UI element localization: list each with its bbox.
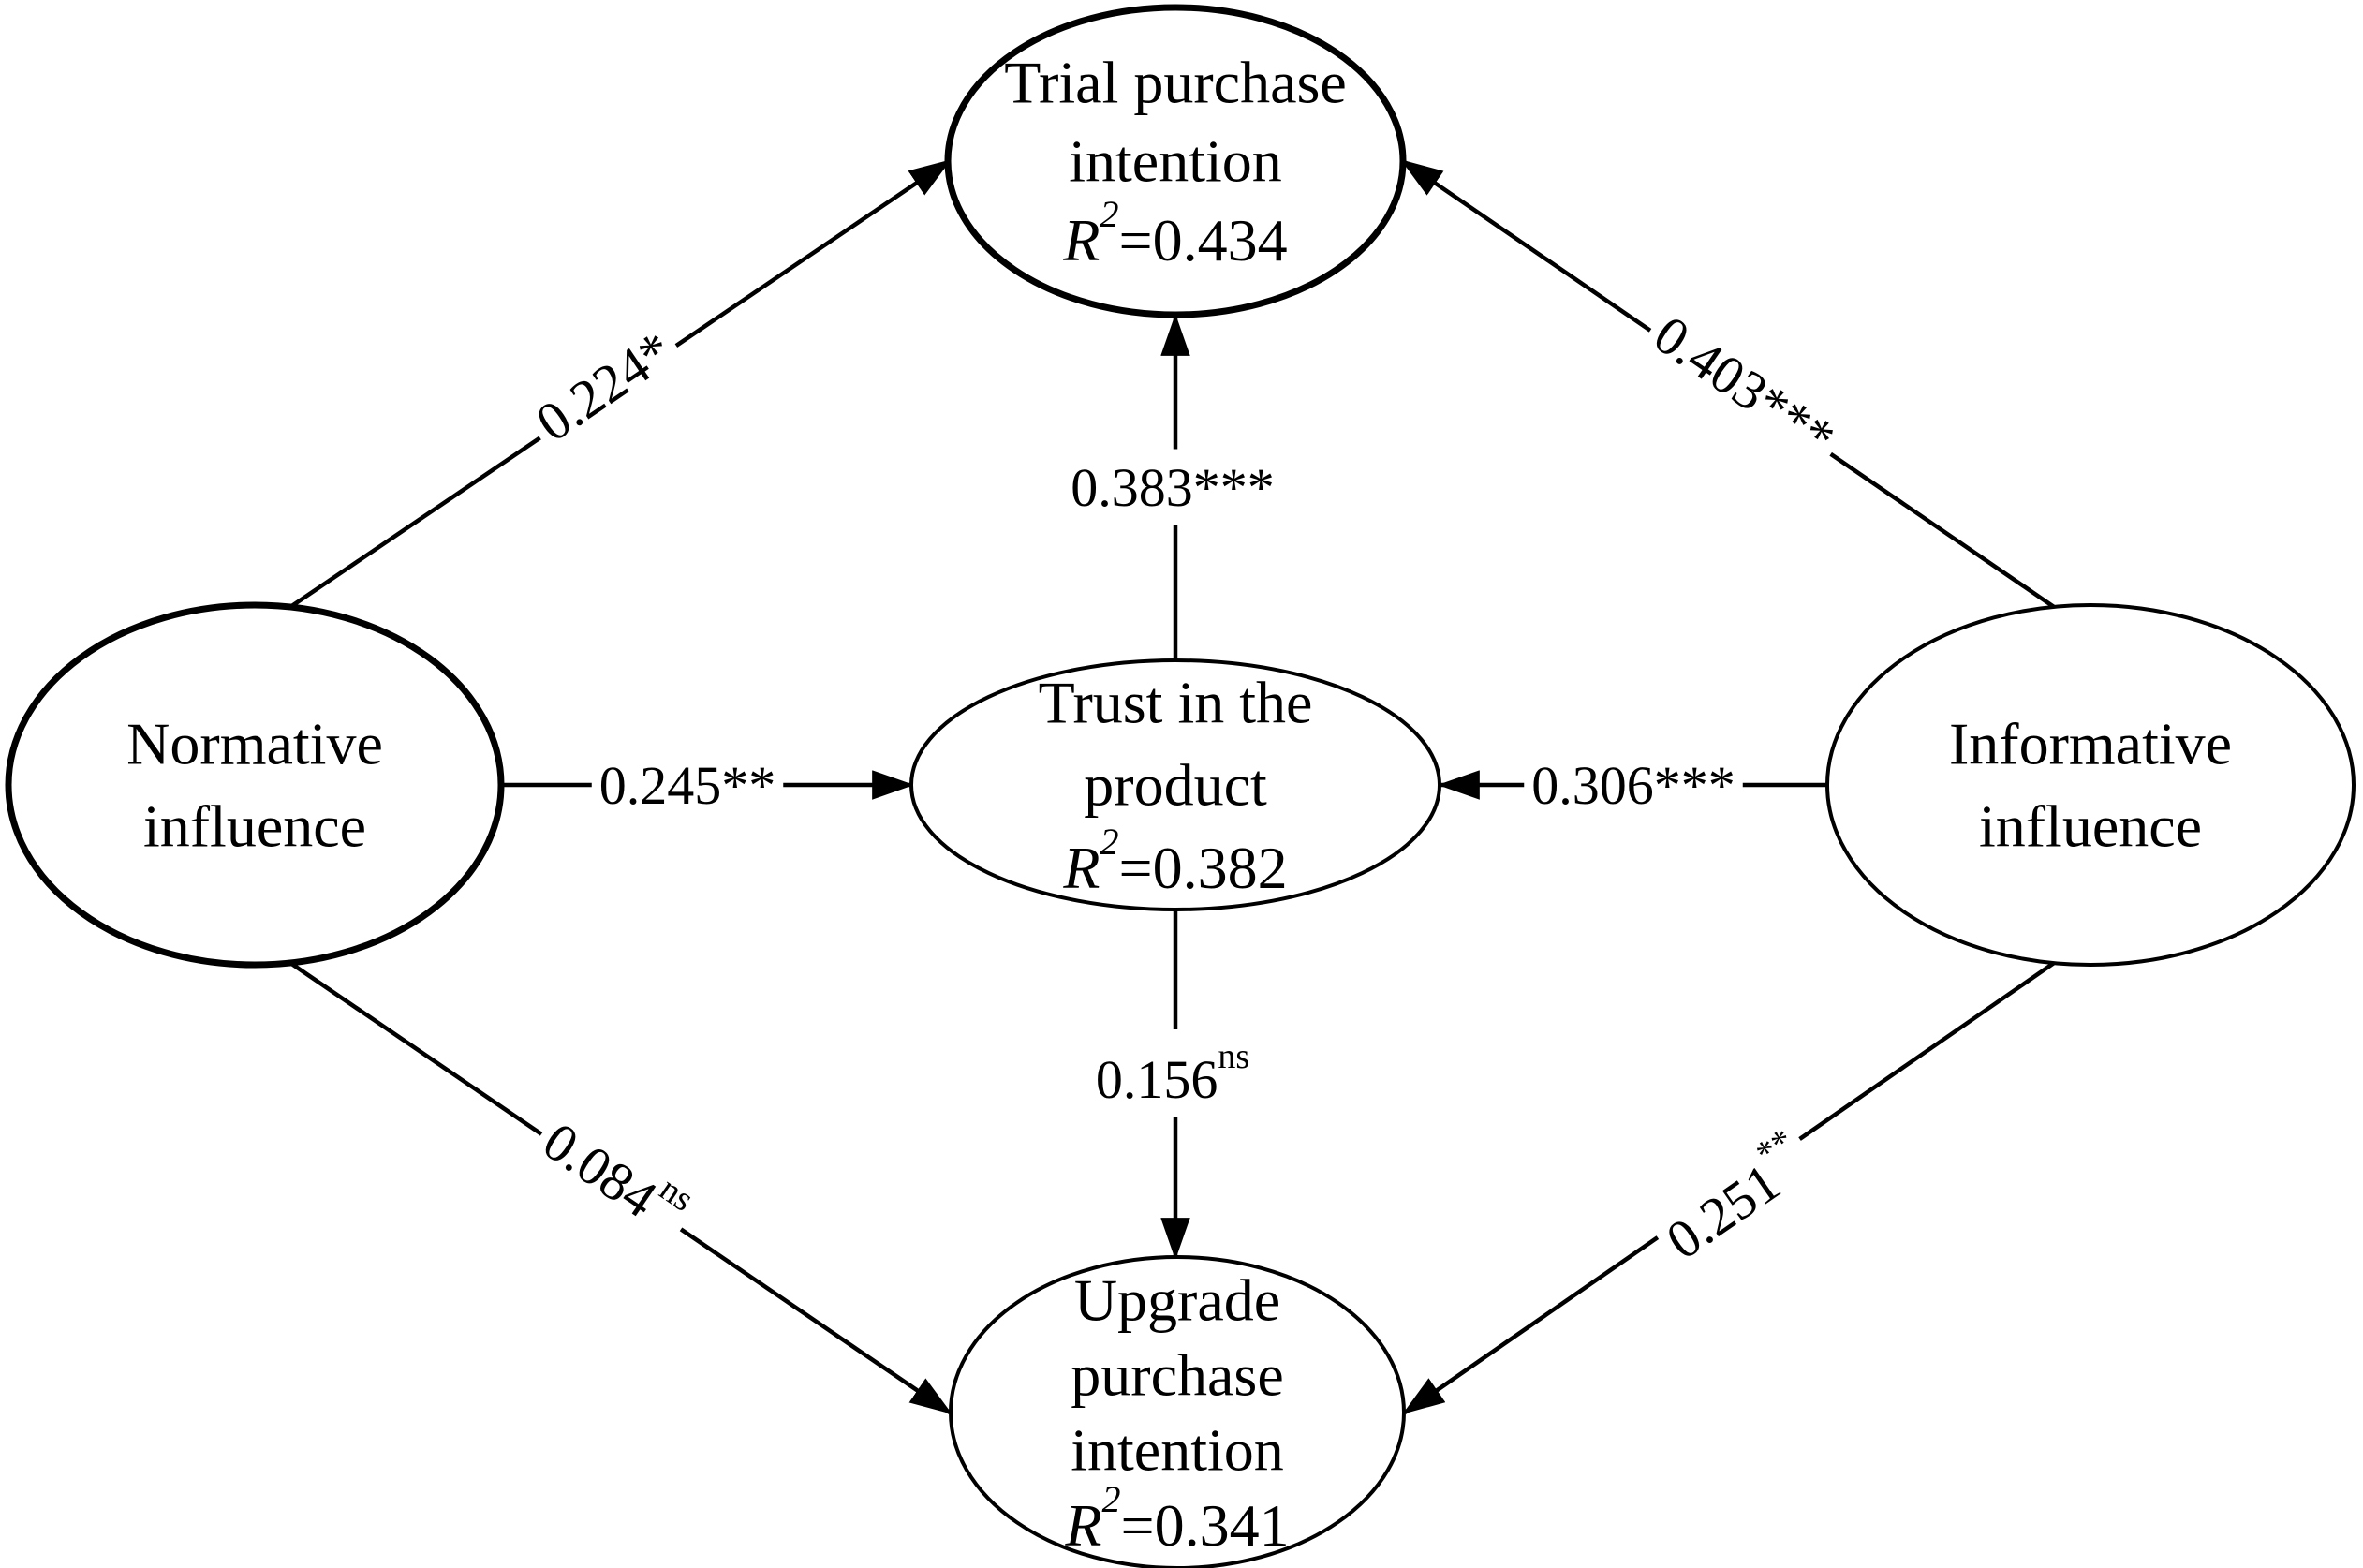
- node-label-upgrade-purchase-intention-line2: purchase: [1071, 1342, 1283, 1409]
- label-backplate: [1524, 747, 1743, 823]
- coefficient-label-informative-influence-to-upgrade-purchase-intention: 0.251**: [1637, 1110, 1830, 1281]
- coefficient-label-trust-in-the-product-to-trial-purchase-intention: 0.383***: [1063, 449, 1282, 525]
- coefficient-value: 0.306***: [1531, 755, 1735, 816]
- label-backplate: [591, 747, 784, 823]
- node-r2-trial-purchase-intention: R2=0.434: [1062, 193, 1287, 274]
- node-label-normative-influence-line2: influence: [143, 793, 366, 860]
- coefficient-label-informative-influence-to-trust-in-the-product: 0.306***: [1524, 747, 1743, 823]
- node-normative-influence: Normative influence: [5, 601, 505, 969]
- coefficient-value: 0.156ns: [1096, 1037, 1249, 1110]
- node-label-upgrade-purchase-intention-line1: Upgrade: [1074, 1267, 1280, 1334]
- node-label-upgrade-purchase-intention-line3: intention: [1071, 1417, 1284, 1484]
- ellipse-trust-in-the-product: [909, 658, 1441, 911]
- coefficient-value: 0.403***: [1644, 303, 1846, 469]
- coefficient-label-normative-influence-to-trial-purchase-intention: 0.224*: [514, 308, 694, 464]
- coefficient-value: 0.245**: [599, 755, 776, 816]
- coefficient-label-normative-influence-to-upgrade-purchase-intention: 0.084ns: [522, 1089, 712, 1258]
- coefficient-label-normative-influence-to-trust-in-the-product: 0.245**: [591, 747, 784, 823]
- coefficient-label-informative-influence-to-trial-purchase-intention: 0.403***: [1632, 292, 1857, 480]
- label-backplate: [1637, 1110, 1830, 1281]
- label-backplate: [1087, 1029, 1258, 1117]
- node-r2-upgrade-purchase-intention: R2=0.341: [1064, 1478, 1289, 1559]
- node-r2-trust-in-the-product: R2=0.382: [1062, 821, 1287, 901]
- coefficient-value: 0.383***: [1071, 457, 1275, 518]
- node-label-informative-influence-line1: Informative: [1949, 711, 2232, 777]
- ellipse-upgrade-purchase-intention: [949, 1255, 1406, 1568]
- node-label-trial-purchase-intention-line2: intention: [1069, 128, 1282, 195]
- ellipse-normative-influence: [5, 601, 505, 969]
- label-backplate: [1632, 292, 1857, 480]
- node-label-trial-purchase-intention-line1: Trial purchase: [1004, 50, 1347, 116]
- ellipse-informative-influence: [1825, 603, 2356, 967]
- node-label-trust-in-the-product-line2: product: [1084, 752, 1267, 819]
- node-label-trust-in-the-product-line1: Trust in the: [1039, 670, 1313, 736]
- node-informative-influence: Informative influence: [1825, 603, 2356, 967]
- ellipse-trial-purchase-intention: [944, 4, 1407, 318]
- label-backplate: [514, 308, 694, 464]
- coefficient-label-trust-in-the-product-to-upgrade-purchase-intention: 0.156ns: [1087, 1029, 1258, 1117]
- label-backplate: [1063, 449, 1282, 525]
- node-label-normative-influence-line1: Normative: [126, 711, 383, 777]
- label-backplate: [522, 1089, 712, 1258]
- node-label-informative-influence-line2: influence: [1979, 793, 2202, 860]
